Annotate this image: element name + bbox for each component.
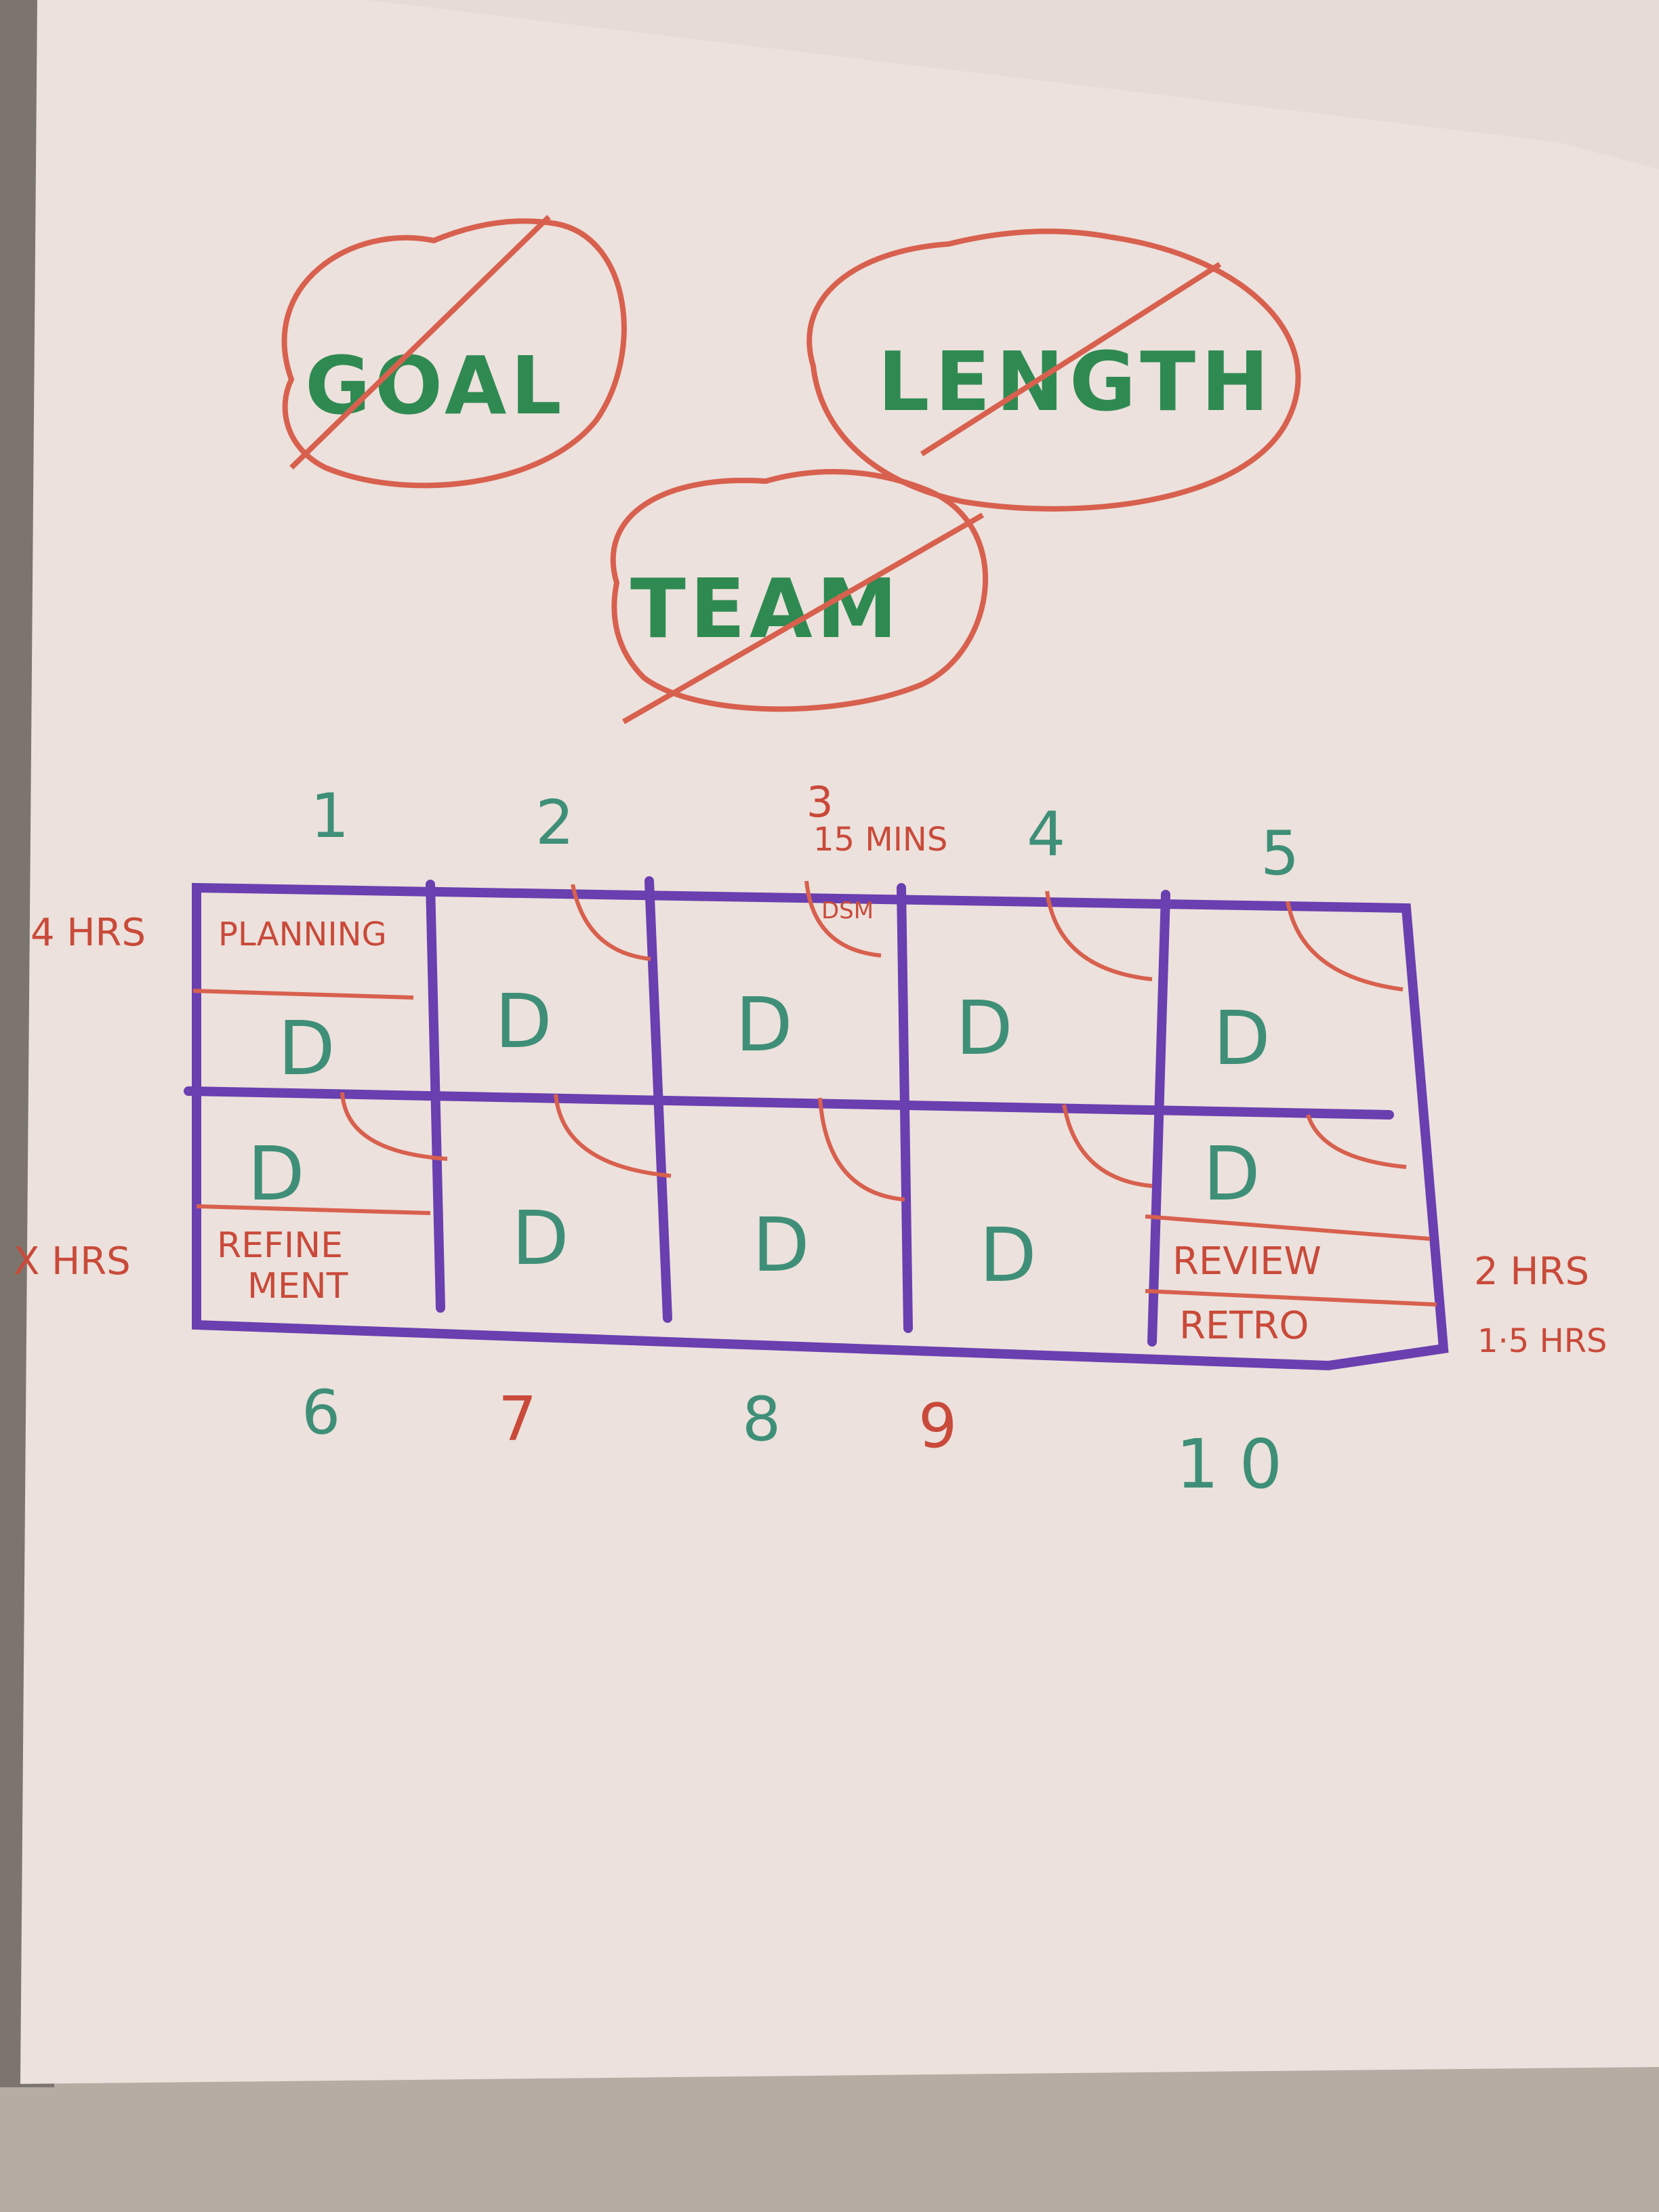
fifteen-mins-label: 15 MINS	[813, 821, 947, 859]
dsm-arc	[1062, 1104, 1153, 1188]
dsm-arc	[1286, 901, 1404, 991]
dsm-arc	[1306, 1114, 1407, 1169]
day-letter: D	[512, 1195, 569, 1282]
grid-divider-4	[1147, 890, 1170, 1347]
day-number-8: 8	[742, 1384, 781, 1455]
day-letter: D	[735, 981, 793, 1068]
team-strike	[622, 512, 984, 724]
dsm-label: DSM	[821, 897, 874, 924]
paper-sheet	[20, 0, 1659, 2084]
grid-outline	[192, 882, 1449, 1371]
dsm-arc	[571, 884, 651, 961]
paper-fold	[366, 0, 1659, 169]
day-letter: D	[956, 985, 1013, 1071]
day-letter: D	[495, 978, 552, 1065]
refine-label: REFINE	[217, 1225, 343, 1266]
day-number-3: 3	[806, 777, 833, 827]
planning-label: PLANNING	[218, 916, 387, 954]
dsm-arc	[804, 880, 882, 958]
day-letter: D	[247, 1130, 305, 1217]
review-label: REVIEW	[1172, 1240, 1322, 1284]
goal-strike	[289, 215, 551, 470]
day-number-2: 2	[535, 787, 574, 859]
dsm-arc	[554, 1094, 672, 1178]
refinement-divider	[196, 1204, 431, 1215]
grid-middle-line	[184, 1086, 1394, 1120]
review-divider-bottom	[1145, 1289, 1437, 1307]
day-letter: D	[752, 1202, 810, 1288]
day-number-9: 9	[918, 1391, 957, 1462]
day-number-4: 4	[1027, 799, 1065, 870]
day-letter: D	[1213, 995, 1271, 1082]
day-number-6: 6	[302, 1377, 340, 1448]
day-letter: D	[979, 1212, 1037, 1298]
sprint-grid	[184, 876, 1449, 1371]
day-number-7: 7	[498, 1384, 537, 1455]
day-letter: D	[1203, 1130, 1261, 1217]
one-five-hrs-label: 1·5 HRS	[1477, 1322, 1607, 1360]
team-crossed: TEAM	[610, 469, 988, 724]
dsm-arc	[818, 1097, 905, 1202]
grid-divider-1	[426, 880, 445, 1313]
grid-divider-3	[897, 883, 913, 1333]
ment-label: MENT	[247, 1266, 348, 1307]
review-divider-top	[1145, 1214, 1431, 1241]
day-number-10: 10	[1176, 1425, 1303, 1504]
length-strike	[920, 262, 1222, 457]
bottom-day-numbers: 6 7 8 9 10	[302, 1377, 1303, 1504]
goal-circle	[281, 218, 627, 489]
length-word: LENGTH	[878, 335, 1275, 430]
goal-word: GOAL	[305, 339, 566, 432]
top-day-numbers: 1 2 3 15 MINS 4 5	[310, 777, 1299, 889]
goal-crossed: GOAL	[281, 215, 627, 489]
day-letter: D	[278, 1005, 335, 1092]
dsm-arcs	[340, 880, 1407, 1202]
day-number-1: 1	[310, 781, 349, 852]
dsm-arc	[1045, 890, 1153, 981]
day-letters: D D D D D D D D D D	[247, 978, 1271, 1298]
grid-divider-2	[644, 876, 672, 1323]
retro-label: RETRO	[1179, 1304, 1309, 1348]
two-hrs-label: 2 HRS	[1474, 1250, 1589, 1294]
x-hrs-label: X HRS	[14, 1240, 131, 1284]
dsm-arc	[340, 1092, 448, 1161]
planning-divider	[192, 989, 414, 1000]
four-hrs-label: 4 HRS	[30, 911, 146, 955]
day-number-5: 5	[1261, 818, 1299, 889]
cell-sub-lines	[192, 989, 1437, 1307]
length-crossed: LENGTH	[806, 228, 1301, 512]
team-circle	[610, 469, 988, 712]
